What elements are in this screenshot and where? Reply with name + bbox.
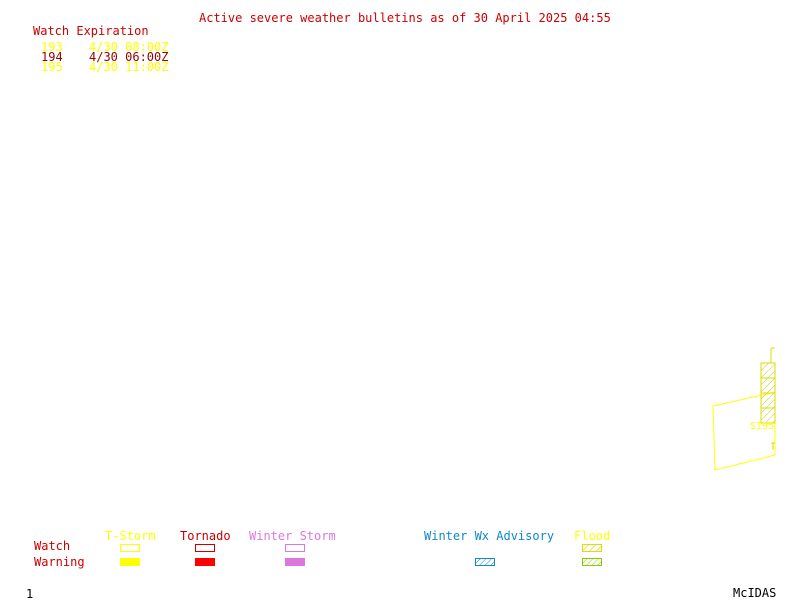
- legend-tornado-label: Tornado: [180, 529, 231, 543]
- legend-tstorm-watch-swatch: [120, 544, 140, 552]
- legend-winter-wx-advisory-swatch: [475, 558, 495, 566]
- legend-tstorm-warning-swatch: [120, 558, 140, 566]
- legend-tornado-watch-swatch: [195, 544, 215, 552]
- watch-expiration-time: 4/30 06:00Z: [89, 50, 169, 64]
- legend-tstorm-label: T-Storm: [105, 529, 156, 543]
- watch-id: 193: [41, 40, 63, 54]
- legend-flood-label: Flood: [574, 529, 611, 543]
- legend-flood-warning-swatch: [582, 558, 602, 566]
- bulletin-title: Active severe weather bulletins as of 30…: [199, 11, 611, 25]
- legend-tornado-warning-swatch: [195, 558, 215, 566]
- frame-number: 1: [26, 587, 34, 601]
- legend-winter-wx-advisory-label: Winter Wx Advisory: [424, 529, 555, 543]
- watch-expiration-heading: Watch Expiration: [33, 24, 149, 38]
- legend-flood-watch-swatch: [582, 544, 602, 552]
- map-label: SI95: [750, 421, 775, 432]
- watch-polygon: [712, 391, 776, 471]
- legend-winter-storm-watch-swatch: [285, 544, 305, 552]
- legend-watch-label: Watch: [34, 539, 71, 553]
- mcidas-brand: McIDAS: [733, 586, 777, 600]
- watch-id: 195: [41, 60, 63, 74]
- watch-id: 194: [41, 50, 63, 64]
- watch-expiration-time: 4/30 08:00Z: [89, 40, 169, 54]
- legend-winter-storm-label: Winter Storm: [249, 529, 336, 543]
- legend-winter-storm-warning-swatch: [285, 558, 305, 566]
- legend-warning-label: Warning: [34, 555, 85, 569]
- watch-expiration-time: 4/30 11:00Z: [89, 60, 169, 74]
